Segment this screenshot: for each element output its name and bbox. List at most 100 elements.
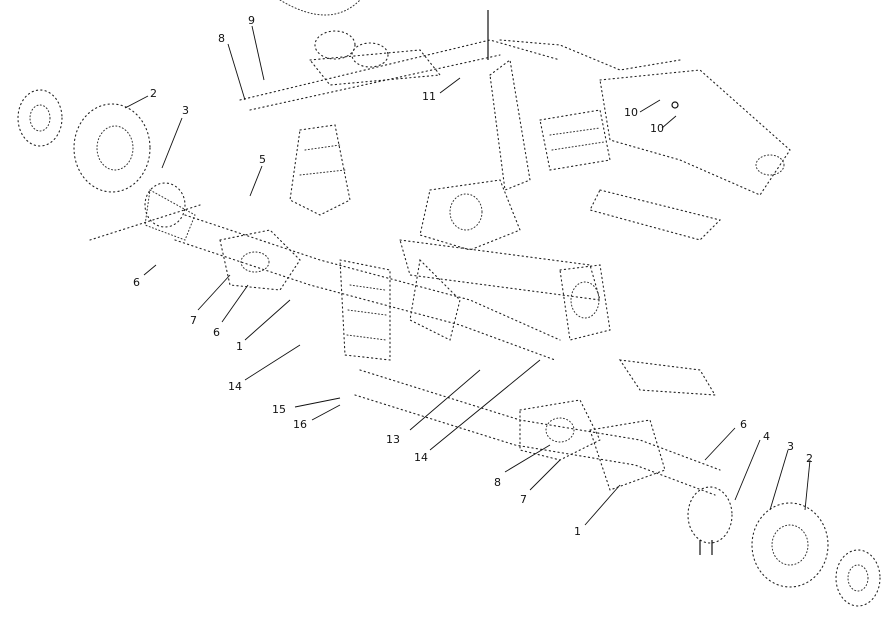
leader-8b (504, 444, 551, 473)
right-frame-eye (755, 154, 785, 176)
leader-14b (429, 359, 541, 451)
leader-6b (221, 284, 249, 323)
upper-right-link (499, 39, 681, 71)
leader-15 (294, 397, 341, 408)
axle-beam-lower-edge (174, 239, 556, 361)
callout-2: 2 (806, 452, 813, 465)
lower-hub (687, 486, 733, 544)
callout-5: 5 (259, 153, 266, 166)
lower-axle-upper-edge (359, 369, 721, 471)
center-plate-detail (549, 127, 605, 151)
center-right-plate (539, 109, 611, 171)
left-spindle (144, 189, 196, 241)
leader-5 (249, 165, 263, 197)
lower-wheel-outer (835, 549, 881, 607)
left-bushing (240, 251, 270, 273)
leader-9 (251, 25, 265, 81)
callout-10: 10 (650, 122, 664, 135)
top-arc (279, 0, 361, 16)
callout-15: 15 (272, 403, 286, 416)
lower-brake-drum (771, 524, 809, 566)
lower-hub-bolts (699, 540, 713, 555)
leader-14a (244, 344, 301, 381)
center-assembly (339, 59, 611, 361)
left-hub (144, 182, 186, 228)
fastener-10 (671, 101, 679, 109)
callout-7: 7 (520, 493, 527, 506)
callout-6: 6 (213, 326, 220, 339)
lower-tire (751, 502, 829, 588)
lower-axle-assembly (354, 359, 881, 607)
center-arm (489, 59, 531, 191)
left-wheel-hub (29, 104, 51, 132)
callout-14: 14 (228, 380, 242, 393)
callout-9: 9 (248, 14, 255, 27)
callout-4: 4 (763, 430, 770, 443)
lower-axle-lower-edge (354, 394, 716, 496)
center-pinion (449, 193, 483, 231)
leader-2b (804, 459, 811, 511)
leader-7b (529, 459, 561, 491)
callout-6: 6 (133, 276, 140, 289)
center-lower-bracket (409, 258, 461, 341)
lower-bushing (545, 417, 575, 443)
callout-14: 14 (414, 451, 428, 464)
top-pivot-2 (351, 42, 389, 68)
callout-3: 3 (182, 104, 189, 117)
callouts: 9 8 11 2 3 5 10 10 6 7 6 1 14 15 16 13 1… (133, 14, 813, 538)
leader-16 (311, 404, 341, 421)
leader-7a (197, 274, 231, 311)
leader-lines (124, 25, 811, 526)
lower-spring-bracket (519, 399, 601, 461)
callout-6: 6 (740, 418, 747, 431)
upper-right-frame (589, 69, 791, 241)
lower-right-link (618, 359, 717, 396)
callout-1: 1 (574, 525, 581, 538)
upper-tie-rod-2 (249, 54, 501, 111)
right-frame-bracket (599, 69, 791, 196)
left-hanger (339, 259, 391, 361)
leader-3b (769, 449, 789, 511)
leader-4 (734, 439, 761, 501)
leader-1a (244, 299, 291, 341)
left-tire (73, 103, 151, 193)
left-brake-drum (96, 125, 134, 171)
callout-3: 3 (787, 440, 794, 453)
left-shock-detail (299, 144, 346, 176)
leader-6c (704, 427, 736, 461)
leader-2a (124, 95, 149, 109)
callout-8: 8 (218, 32, 225, 45)
callout-11: 11 (422, 90, 436, 103)
left-hanger-detail (346, 284, 387, 341)
callout-1: 1 (236, 340, 243, 353)
right-frame-link (589, 189, 722, 241)
left-shock-body (289, 124, 351, 216)
axle-beam-upper-edge (184, 214, 561, 341)
leader-10b (661, 115, 677, 129)
left-torque-rod (89, 204, 201, 241)
top-pivot (314, 30, 356, 60)
center-crossmember (399, 239, 601, 301)
leader-10a (639, 99, 661, 113)
leader-6a (143, 264, 157, 276)
leader-11 (439, 77, 461, 94)
callout-7: 7 (190, 314, 197, 327)
upper-axle-assembly (17, 0, 681, 361)
right-spring-bracket (559, 264, 611, 341)
top-linkage (308, 49, 442, 86)
lower-wheel-hub (847, 564, 869, 592)
lower-hanger (589, 419, 666, 491)
leader-1b (584, 484, 621, 526)
left-wheel-outer (17, 89, 63, 147)
left-spring-bracket (219, 229, 301, 291)
callout-2: 2 (150, 87, 157, 100)
leader-13 (409, 369, 481, 431)
callout-16: 16 (293, 418, 307, 431)
callout-13: 13 (386, 433, 400, 446)
leader-3a (161, 117, 183, 169)
leader-8a (227, 43, 246, 101)
center-housing (419, 179, 521, 251)
callout-10: 10 (624, 106, 638, 119)
